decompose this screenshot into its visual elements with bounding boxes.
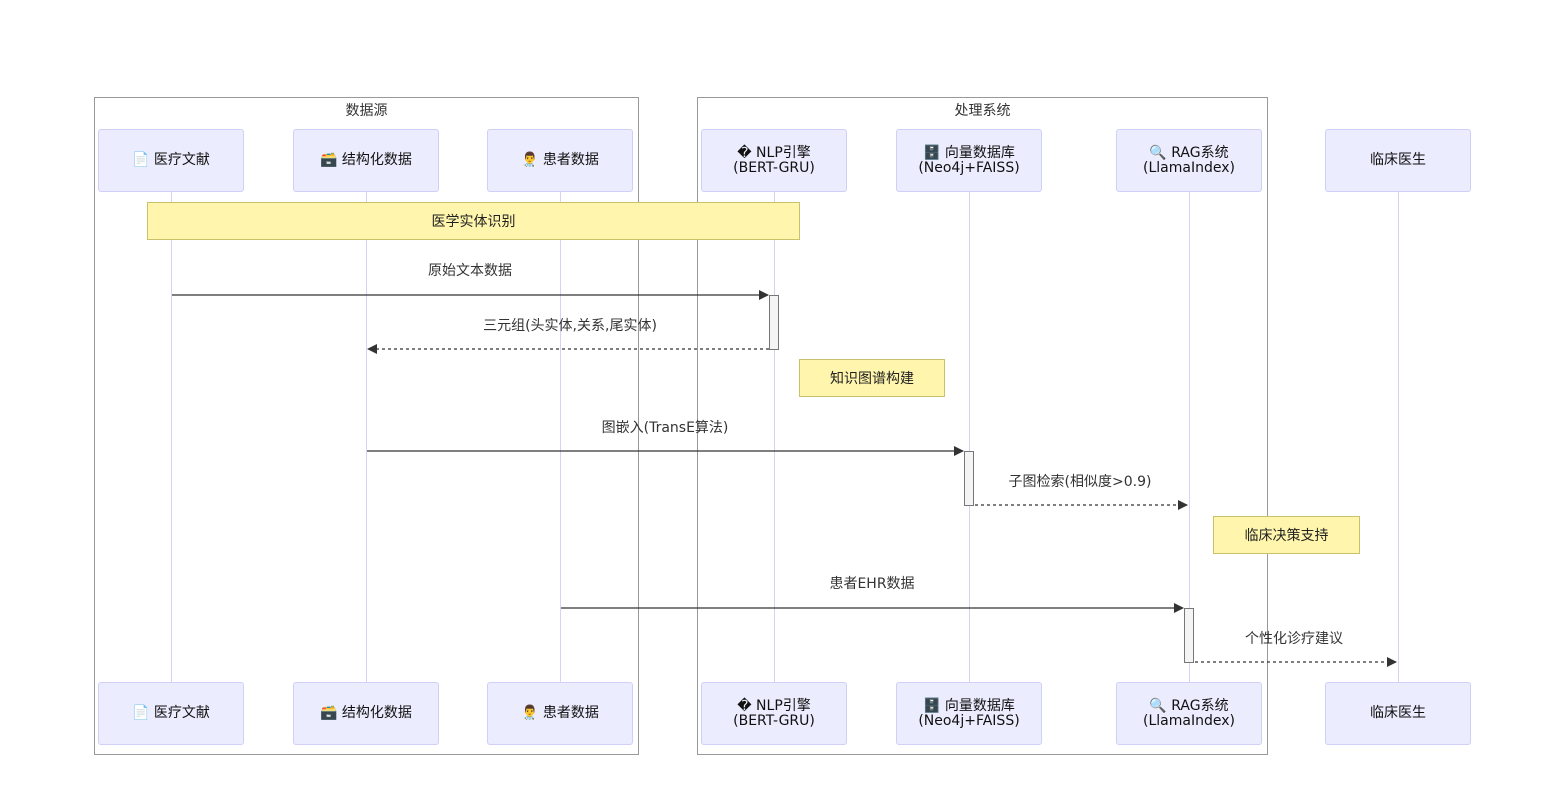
actor-label: 🗄️ 向量数据库: [923, 697, 1015, 714]
actor-vector-db-bottom[interactable]: 🗄️ 向量数据库 (Neo4j+FAISS): [896, 682, 1042, 745]
lifeline-structured-data: [366, 192, 367, 682]
message-label-triples: 三元组(头实体,关系,尾实体): [483, 318, 657, 334]
actor-vector-db-top[interactable]: 🗄️ 向量数据库 (Neo4j+FAISS): [896, 129, 1042, 192]
actor-sublabel: (Neo4j+FAISS): [918, 159, 1020, 176]
lifeline-vector-db: [969, 192, 970, 682]
lifeline-patient-data: [560, 192, 561, 682]
actor-sublabel: (BERT-GRU): [733, 712, 815, 729]
message-label-subgraph-retrieval: 子图检索(相似度>0.9): [1008, 474, 1152, 490]
group-processing-system: [697, 97, 1268, 755]
note-clinical-decision-support: 临床决策支持: [1213, 516, 1360, 554]
actor-patient-data-bottom[interactable]: 👨‍⚕️ 患者数据: [487, 682, 633, 745]
actor-sublabel: (BERT-GRU): [733, 159, 815, 176]
actor-label: 🔍 RAG系统: [1149, 144, 1229, 161]
activation-nlp-engine: [769, 295, 779, 350]
actor-sublabel: (Neo4j+FAISS): [918, 712, 1020, 729]
note-medical-entity-recognition: 医学实体识别: [147, 202, 800, 240]
actor-structured-data-top[interactable]: 🗃️ 结构化数据: [293, 129, 439, 192]
actor-sublabel: (LlamaIndex): [1143, 159, 1235, 176]
message-label-graph-embedding: 图嵌入(TransE算法): [601, 420, 729, 436]
actor-label: 临床医生: [1370, 152, 1426, 168]
actor-rag-system-bottom[interactable]: 🔍 RAG系统 (LlamaIndex): [1116, 682, 1262, 745]
actor-rag-system-top[interactable]: 🔍 RAG系统 (LlamaIndex): [1116, 129, 1262, 192]
message-label-personalized-advice: 个性化诊疗建议: [1245, 631, 1343, 647]
actor-label: 👨‍⚕️ 患者数据: [521, 152, 599, 168]
group-data-sources: [94, 97, 639, 755]
activation-vector-db: [964, 451, 974, 506]
actor-literature-bottom[interactable]: 📄 医疗文献: [98, 682, 244, 745]
actor-clinician-top[interactable]: 临床医生: [1325, 129, 1471, 192]
actor-clinician-bottom[interactable]: 临床医生: [1325, 682, 1471, 745]
actor-nlp-engine-bottom[interactable]: � NLP引擎 (BERT-GRU): [701, 682, 847, 745]
actor-nlp-engine-top[interactable]: � NLP引擎 (BERT-GRU): [701, 129, 847, 192]
actor-label: 🗄️ 向量数据库: [923, 144, 1015, 161]
lifeline-nlp-engine: [774, 192, 775, 682]
actor-label: 👨‍⚕️ 患者数据: [521, 705, 599, 721]
actor-sublabel: (LlamaIndex): [1143, 712, 1235, 729]
message-label-raw-text: 原始文本数据: [428, 263, 512, 279]
lifeline-literature: [171, 192, 172, 682]
actor-label: � NLP引擎: [737, 697, 811, 714]
actor-patient-data-top[interactable]: 👨‍⚕️ 患者数据: [487, 129, 633, 192]
lifeline-rag-system: [1189, 192, 1190, 682]
group-data-sources-label: 数据源: [345, 103, 388, 119]
note-knowledge-graph-construction: 知识图谱构建: [799, 359, 945, 397]
actor-label: 📄 医疗文献: [132, 705, 210, 721]
actor-literature-top[interactable]: 📄 医疗文献: [98, 129, 244, 192]
actor-label: 🔍 RAG系统: [1149, 697, 1229, 714]
group-processing-system-label: 处理系统: [954, 103, 1011, 119]
actor-label: � NLP引擎: [737, 144, 811, 161]
actor-label: 📄 医疗文献: [132, 152, 210, 168]
actor-structured-data-bottom[interactable]: 🗃️ 结构化数据: [293, 682, 439, 745]
actor-label: 临床医生: [1370, 705, 1426, 721]
activation-rag-system: [1184, 608, 1194, 663]
actor-label: 🗃️ 结构化数据: [320, 705, 412, 721]
message-label-patient-ehr: 患者EHR数据: [829, 576, 915, 592]
lifeline-clinician: [1398, 192, 1399, 682]
actor-label: 🗃️ 结构化数据: [320, 152, 412, 168]
